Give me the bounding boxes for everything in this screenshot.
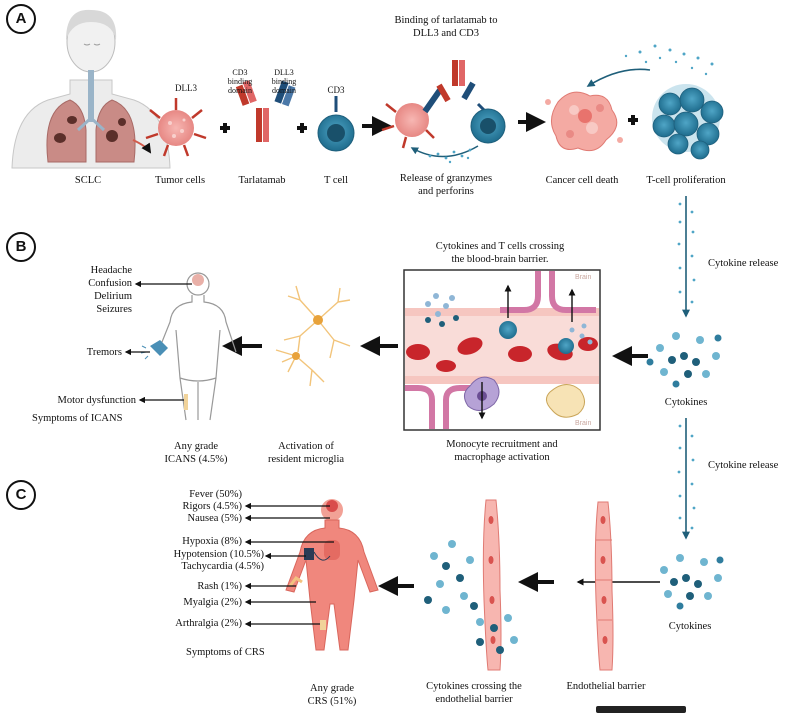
sclc-label: SCLC — [74, 175, 102, 186]
crs-body-illustration — [285, 499, 379, 651]
crs-symptoms-title: Symptoms of CRS — [186, 647, 265, 658]
cancer-cell-death-label: Cancer cell death — [545, 175, 619, 186]
icans-head-symptoms: Headache Confusion Delirium Seizures — [88, 265, 132, 315]
endothelial-barrier-label: Endothelial barrier — [566, 681, 646, 692]
crs-symptom-hypoxia: Hypoxia (8%) — [182, 536, 242, 547]
binding-title: Binding of tarlatamab to DLL3 and CD3 — [394, 15, 498, 39]
brain-tag-bottom: Brain — [575, 420, 592, 427]
crs-symptom-arthralgia: Arthralgia (2%) — [175, 618, 242, 629]
tarlatamab-label: Tarlatamab — [238, 175, 286, 186]
panel-a-badge: A — [6, 4, 36, 34]
t-cell-proliferation-label: T-cell proliferation — [646, 175, 726, 186]
dll3-binding-domain-label: DLL3 binding domain — [271, 68, 297, 95]
microglia-label: Activation of resident microglia — [267, 441, 345, 465]
tarlatamab-binding-illustration — [381, 60, 506, 164]
icans-grade-label: Any grade ICANS (4.5%) — [164, 441, 228, 465]
icans-tremors-symptom: Tremors — [86, 347, 122, 358]
plus-sign — [628, 115, 638, 125]
tarlatamab-antibody — [235, 80, 296, 142]
cd3-label: CD3 — [327, 85, 345, 95]
panel-b-badge: B — [6, 232, 36, 262]
cytokine-release-label-c: Cytokine release — [708, 460, 779, 471]
panel-c-badge: C — [6, 480, 36, 510]
cytokines-label-c: Cytokines — [668, 621, 712, 632]
release-granzymes-label: Release of granzymes and perforins — [399, 173, 493, 197]
crs-grade-label: Any grade CRS (51%) — [307, 683, 357, 707]
t-cell-label: T cell — [323, 175, 349, 186]
cytokine-release-stream-upper — [677, 196, 696, 318]
bbb-title: Cytokines and T cells crossing the blood… — [435, 241, 565, 265]
tumor-cells-label: Tumor cells — [154, 175, 206, 186]
t-cell — [317, 96, 355, 152]
crs-symptom-hypotension: Hypotension (10.5%) — [173, 549, 264, 560]
endothelial-barrier — [594, 501, 614, 671]
cytokines-label-b: Cytokines — [664, 397, 708, 408]
blood-brain-barrier-panel — [403, 269, 601, 431]
cytokine-release-stream-lower — [677, 418, 696, 540]
cytokine-cluster-c — [660, 554, 724, 610]
dll3-label: DLL3 — [175, 83, 197, 93]
crs-symptom-pointers — [244, 502, 334, 628]
cytokines-crossing-barrier-illustration — [424, 499, 518, 671]
sclc-patient-illustration — [11, 9, 171, 169]
brain-tag-top: Brain — [575, 274, 592, 281]
crs-symptom-tachycardia: Tachycardia (4.5%) — [181, 561, 264, 572]
icans-motor-symptom: Motor dysfunction — [57, 395, 136, 406]
cytokine-cluster-b — [646, 332, 722, 388]
brain-highlight — [192, 274, 204, 286]
crs-symptom-nausea: Nausea (5%) — [187, 513, 242, 524]
cd3-binding-domain-label: CD3 binding domain — [227, 68, 253, 95]
knee-highlight — [184, 394, 188, 410]
t-cell-proliferation-illustration — [586, 44, 724, 160]
crs-symptom-fever: Fever (50%) — [189, 489, 242, 500]
cancer-cell-death-illustration — [545, 91, 623, 152]
cytokine-release-label-b: Cytokine release — [708, 258, 779, 269]
microglia-illustration — [275, 285, 351, 387]
plus-sign — [297, 123, 307, 133]
icans-body-outline — [157, 272, 237, 421]
plus-sign — [220, 123, 230, 133]
monocyte-recruitment-label: Monocyte recruitment and macrophage acti… — [446, 439, 558, 463]
crs-symptom-rigors: Rigors (4.5%) — [182, 501, 243, 512]
crossing-barrier-label: Cytokines crossing the endothelial barri… — [426, 681, 522, 705]
icans-symptoms-title: Symptoms of ICANS — [32, 413, 123, 424]
scroll-bar-fragment — [596, 706, 686, 713]
tumor-cell — [145, 98, 207, 157]
crs-symptom-rash: Rash (1%) — [197, 581, 242, 592]
crs-symptom-myalgia: Myalgia (2%) — [183, 597, 242, 608]
tremor-hand-icon — [140, 340, 168, 360]
